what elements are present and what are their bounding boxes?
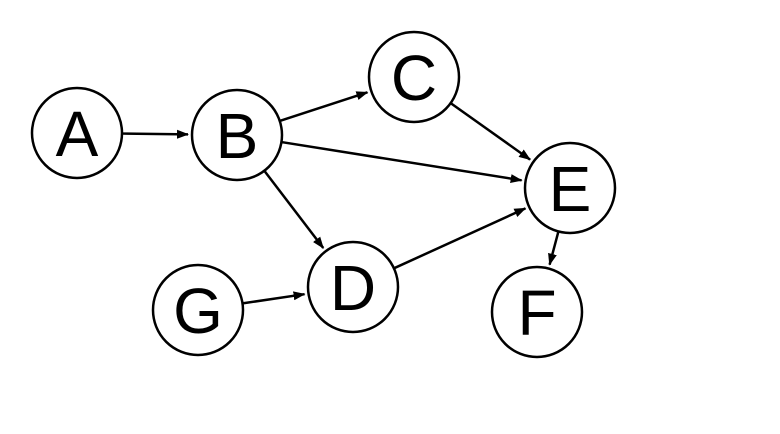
node-circle-E [523,141,617,235]
node-circle-F [490,265,584,359]
edge-E-F [548,231,560,266]
edges-layer [121,91,560,305]
edge-B-C [279,91,369,123]
node-D: D [306,240,400,334]
node-G: G [151,263,245,357]
nodes-layer: A B C D EF G [30,30,617,359]
node-circle-G [151,263,245,357]
node-label-C: C [391,42,437,114]
node-label-A: A [56,98,99,170]
edge-D-E [393,207,527,270]
node-A: A [30,86,124,180]
node-label-D: D [330,252,376,324]
node-circle-C [367,30,461,124]
node-E: E [523,141,617,235]
node-label-B: B [216,100,259,172]
node-label-F: F [517,277,556,349]
node-circle-D [306,240,400,334]
node-circle-A [30,86,124,180]
node-B: B [190,88,284,182]
edge-C-E [449,102,531,161]
edge-A-B [121,129,190,139]
node-label-E: E [549,153,592,225]
node-C: C [367,30,461,124]
node-label-G: G [173,275,223,347]
edge-B-E [281,140,523,184]
edge-B-D [263,170,325,249]
edge-G-D [242,291,306,305]
node-circle-B [190,88,284,182]
node-F: F [490,265,584,359]
